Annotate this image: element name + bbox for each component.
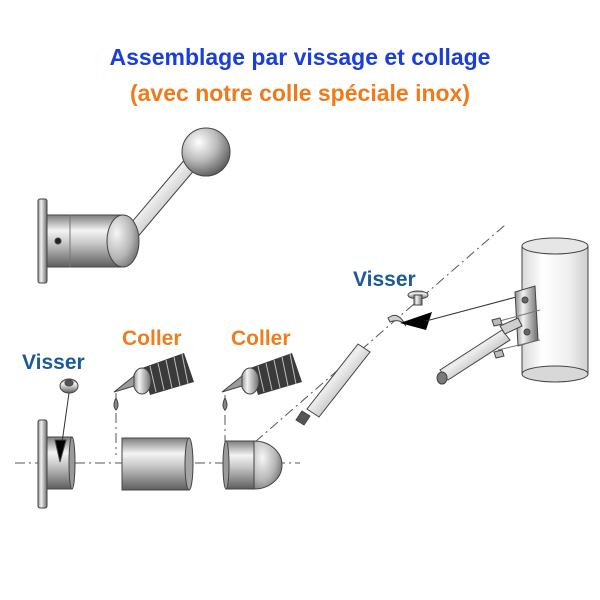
base-plate-illustration: [37, 378, 79, 509]
tube-cylinder-illustration: [121, 437, 194, 491]
bracket-rod-illustration: [436, 309, 541, 385]
connecting-rod-illustration: [295, 343, 371, 426]
glass-post-illustration: [514, 237, 589, 383]
label-visser-left: Visser: [22, 351, 85, 374]
label-visser-right: Visser: [353, 268, 416, 291]
assembled-support-illustration: [37, 127, 231, 284]
title-line-1: Assemblage par vissage et collage: [109, 44, 491, 70]
clip-ring-illustration: [387, 295, 521, 330]
title-line-2: (avec notre colle spéciale inox): [129, 80, 471, 106]
glue-tube-2-illustration: [221, 353, 302, 411]
glue-tube-1-illustration: [113, 353, 194, 411]
label-coller-2: Coller: [231, 327, 291, 350]
dome-cap-illustration: [222, 440, 283, 490]
label-coller-1: Coller: [122, 327, 182, 350]
set-screw-illustration: [407, 290, 429, 306]
